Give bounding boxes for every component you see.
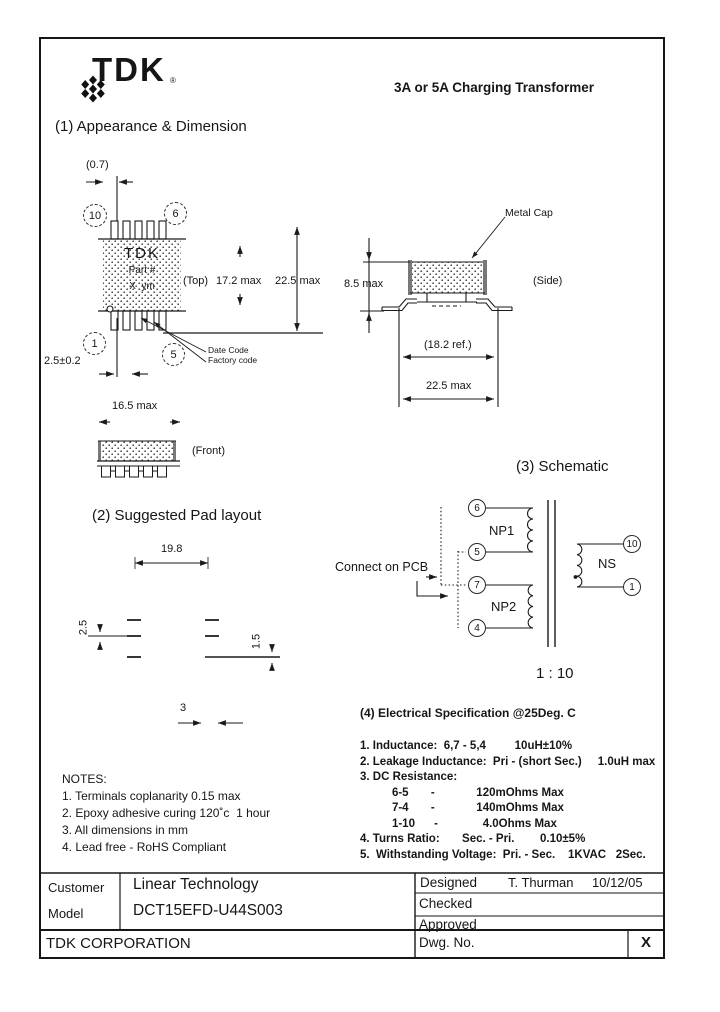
pin-1-balloon: 1 [83,332,106,355]
pin-10-number: 10 [88,209,102,222]
top-view-linework [86,176,323,425]
spec-line-dcr-7-4: 7-4 - 140mOhms Max [360,802,564,814]
approved-label: Approved [419,916,477,932]
dim-pad-1-5: 1.5 [250,633,263,650]
connect-on-pcb-note: Connect on PCB [335,560,429,574]
schematic-pin-5-number: 5 [474,546,480,558]
dim-side-22-5: 22.5 max [426,380,472,392]
customer-value: Linear Technology [133,876,259,893]
schematic-pin-5: 5 [468,543,486,561]
front-view-label: (Front) [192,445,225,457]
note-dimensions: 3. All dimensions in mm [62,823,189,837]
designed-date-value: 10/12/05 [592,875,643,890]
dim-body-17-2: 17.2 max [216,275,262,287]
dim-height-8-5: 8.5 max [344,278,384,290]
pin-6-balloon: 6 [164,202,187,225]
dim-pin-pitch: (0.7) [86,159,109,171]
schematic-pin-4: 4 [468,619,486,637]
spec-line-dcr-6-5: 6-5 - 120mOhms Max [360,786,564,799]
registered-mark: ® [170,76,176,85]
factory-code-label: Factory code [208,355,258,365]
spec-line-dcr-1-10: 1-10 - 4.0Ohms Max [360,817,557,830]
dim-pad-3: 3 [180,702,187,714]
dim-lead-2-5: 2.5±0.2 [44,355,81,367]
turns-ratio-value: 1 : 10 [536,665,574,682]
model-label: Model [48,906,84,921]
tdk-logo-text: TDK [92,51,166,88]
checked-label: Checked [419,896,473,911]
side-view-label: (Side) [533,275,563,287]
schematic-pin-10: 10 [623,535,641,553]
spec-line-withstanding: 5. Withstanding Voltage: Pri. - Sec. 1KV… [360,848,646,861]
pin-10-balloon: 10 [83,204,107,227]
schematic-linework [416,500,623,647]
pin-1-number: 1 [91,337,98,350]
schematic-pin-7-number: 7 [474,579,480,591]
schematic-pin-1-number: 1 [629,581,635,593]
side-view-linework [360,216,513,407]
section-schematic-heading: (3) Schematic [516,458,609,475]
schematic-pin-1: 1 [623,578,641,596]
schematic-pin-6-number: 6 [474,502,480,514]
section-pad-layout-heading: (2) Suggested Pad layout [92,507,262,524]
dim-pad-19-8: 19.8 [161,543,183,555]
note-coplanarity: 1. Terminals coplanarity 0.15 max [62,789,241,803]
dim-width-16-5: 16.5 max [112,400,158,412]
schematic-pin-4-number: 4 [474,622,480,634]
package-marking-brand: TDK [124,245,160,262]
tdk-logo-icon [60,56,105,103]
spec-line-dc-resistance: 3. DC Resistance: [360,771,458,783]
package-marking-part: Part # [128,265,156,276]
schematic-pin-6: 6 [468,499,486,517]
designed-label: Designed [420,875,478,890]
pin-5-balloon: 5 [162,343,185,366]
size-mark: X [640,934,651,951]
spec-line-turns-ratio: 4. Turns Ratio: Sec. - Pri. 0.10±5% [360,833,586,845]
document-title: 3A or 5A Charging Transformer [394,80,595,95]
schematic-pin-10-number: 10 [626,538,638,550]
winding-ns-label: NS [598,556,617,571]
model-value: DCT15EFD-U44S003 [133,902,283,919]
pin-5-number: 5 [170,348,177,361]
metal-cap-label: Metal Cap [505,207,553,219]
company-name: TDK CORPORATION [46,935,191,952]
winding-np2-label: NP2 [491,599,517,614]
spec-line-inductance: 1. Inductance: 6,7 - 5,4 10uH±10% [360,740,573,752]
spec-line-leakage: 2. Leakage Inductance: Pri - (short Sec.… [360,755,656,768]
note-epoxy: 2. Epoxy adhesive curing 120˚c 1 hour [62,806,271,820]
top-view-label: (Top) [183,275,209,287]
pin-6-number: 6 [172,207,179,220]
note-rohs: 4. Lead free - RoHS Compliant [62,840,227,854]
schematic-pin-7: 7 [468,576,486,594]
package-marking-code: X ym [129,281,155,292]
date-code-label: Date Code [208,345,249,355]
dim-ref-18-2: (18.2 ref.) [424,339,472,351]
dim-pad-2-5: 2.5 [77,619,90,636]
designed-by-value: T. Thurman [508,875,574,890]
section-electrical-heading: (4) Electrical Specification @25Deg. C [360,706,576,720]
dim-total-22-5: 22.5 max [275,275,321,287]
winding-np1-label: NP1 [489,523,515,538]
section-appearance-heading: (1) Appearance & Dimension [55,118,247,135]
notes-heading: NOTES: [62,772,107,786]
front-view-linework [97,440,180,478]
dwg-no-label: Dwg. No. [419,935,475,950]
page-frame [39,37,665,959]
customer-label: Customer [48,880,105,895]
